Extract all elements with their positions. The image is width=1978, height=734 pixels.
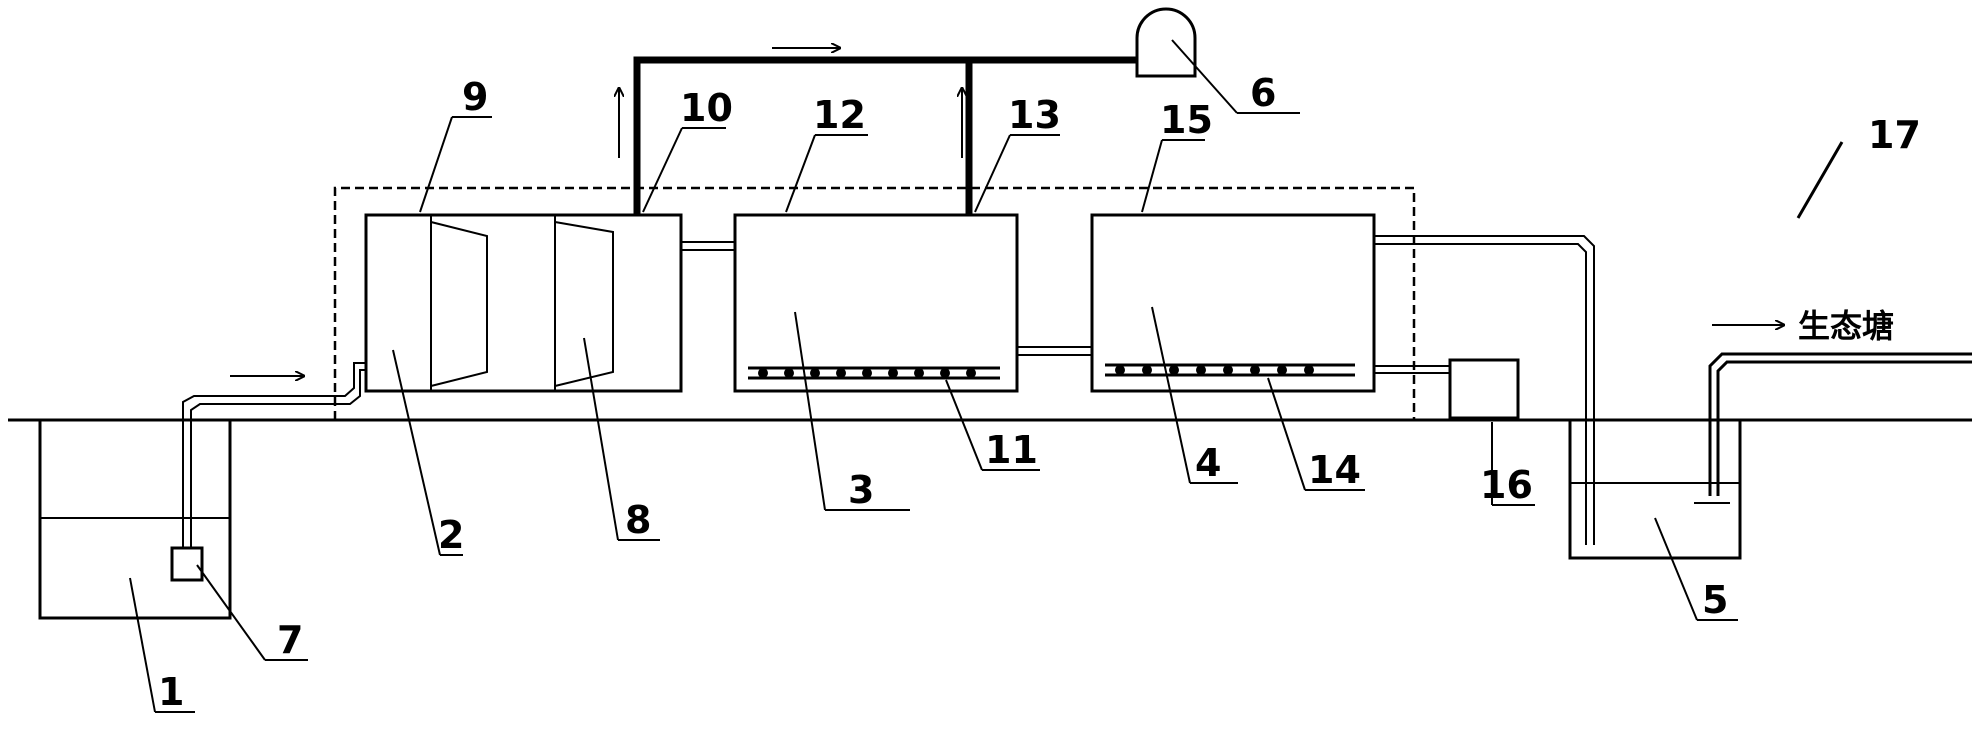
- pond-5: [1568, 420, 1742, 560]
- tank-1: [38, 420, 232, 620]
- label-16: 16: [1480, 463, 1533, 507]
- label-12: 12: [813, 93, 866, 137]
- outlet-pipe: [1374, 235, 1595, 545]
- tank-4: [1090, 213, 1376, 393]
- label-10: 10: [680, 86, 733, 130]
- blower-6: [1135, 7, 1197, 78]
- discharge-pipe: [1694, 352, 1972, 504]
- connector-2-3: [681, 241, 735, 251]
- connector-3-4: [1017, 346, 1092, 356]
- inlet-pipe: [182, 362, 366, 548]
- label-17: 17: [1868, 113, 1921, 157]
- air-main-pipe: [633, 56, 1137, 214]
- label-3: 3: [848, 468, 874, 512]
- leader-lines: [129, 39, 1844, 713]
- enclosure-dashed: [333, 186, 1416, 420]
- tank-2: [364, 213, 683, 393]
- label-6: 6: [1250, 71, 1276, 115]
- label-4: 4: [1195, 441, 1221, 485]
- label-8: 8: [625, 498, 651, 542]
- aerator-11-dots: [758, 368, 976, 378]
- label-14: 14: [1308, 448, 1361, 492]
- label-5: 5: [1702, 578, 1728, 622]
- outflow-label: 生态塘: [1798, 307, 1894, 345]
- label-2: 2: [438, 513, 464, 557]
- label-7: 7: [277, 618, 303, 662]
- label-15: 15: [1160, 98, 1213, 142]
- device-16-line: [1374, 365, 1450, 374]
- label-1: 1: [158, 670, 184, 714]
- label-9: 9: [462, 75, 488, 119]
- aerator-14-dots: [1115, 365, 1314, 375]
- label-11: 11: [985, 428, 1038, 472]
- device-16: [1448, 358, 1520, 420]
- tank-3: [733, 213, 1019, 393]
- label-13: 13: [1008, 93, 1061, 137]
- pump-7: [170, 546, 204, 582]
